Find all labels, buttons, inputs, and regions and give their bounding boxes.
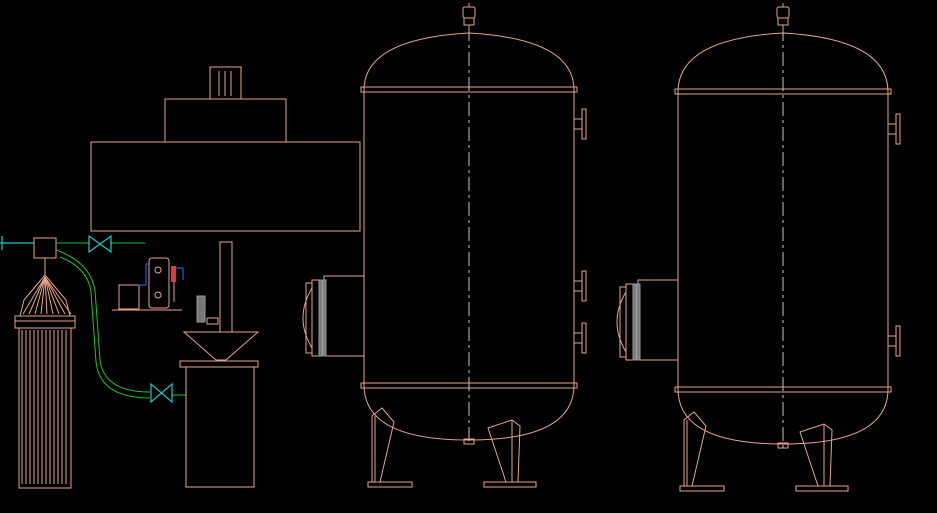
pressure-vessel-left bbox=[302, 3, 587, 488]
pressure-vessel-right bbox=[616, 3, 901, 492]
collection-tank bbox=[179, 360, 259, 488]
filter-bag-housing bbox=[14, 237, 76, 489]
exhaust-hood bbox=[90, 66, 361, 232]
small-boiler-unit bbox=[112, 257, 219, 325]
gate-valve-lower bbox=[150, 382, 173, 404]
green-process-pipe bbox=[0, 236, 186, 399]
hopper-chute bbox=[182, 241, 260, 361]
gate-valve-upper bbox=[88, 234, 112, 254]
